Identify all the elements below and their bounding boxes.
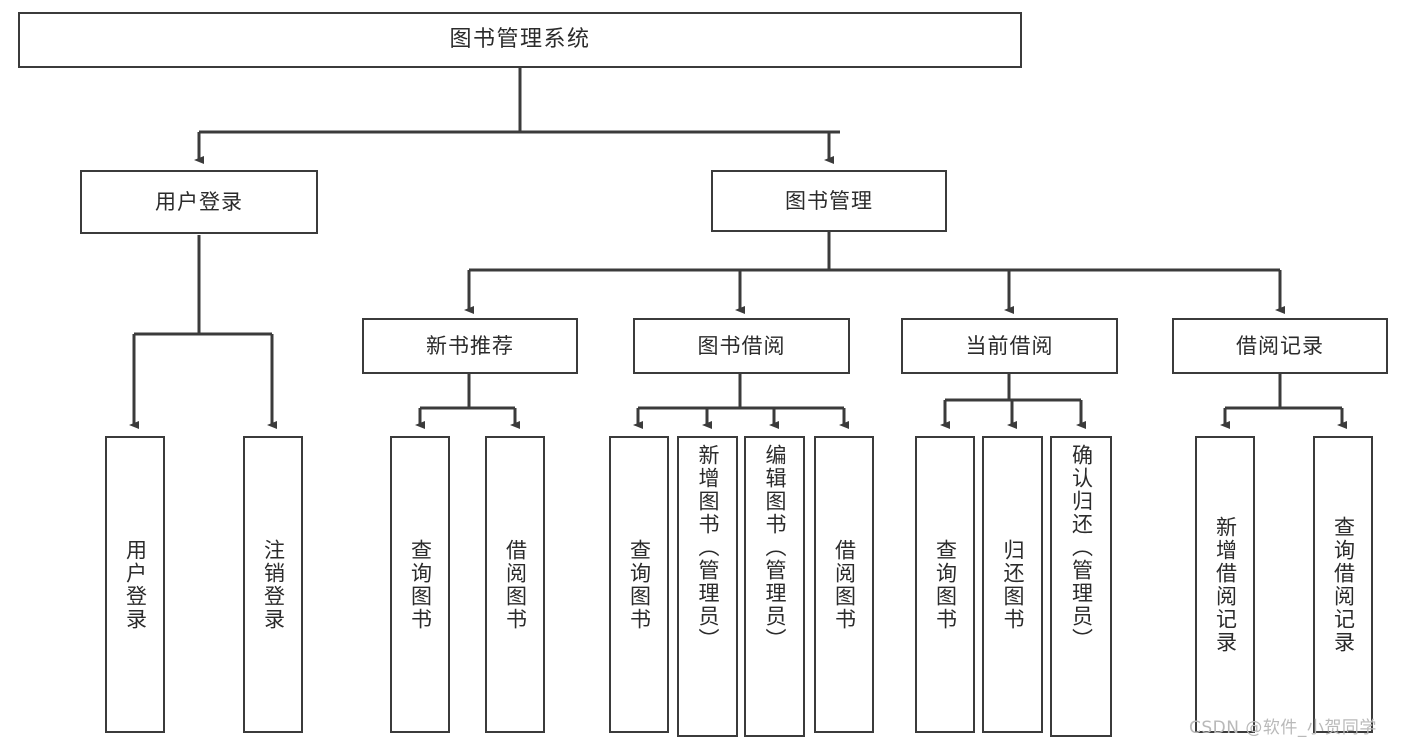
node-book-management[interactable]: 图书管理 [711,170,947,232]
node-label: 编辑图书（管理员） [763,444,787,651]
node-label: 归还图书 [1001,538,1025,631]
leaf-borrow-book-bb[interactable]: 借阅图书 [814,436,874,733]
node-label: 借阅图书 [832,538,857,631]
node-label: 借阅图书 [503,538,528,631]
node-label: 新书推荐 [426,333,514,358]
node-label: 注销登录 [261,538,286,631]
node-current-borrow[interactable]: 当前借阅 [901,318,1118,374]
watermark: CSDN @软件_小贺同学 [1189,718,1377,738]
leaf-add-borrow-record[interactable]: 新增借阅记录 [1195,436,1255,733]
leaf-query-book-cb[interactable]: 查询图书 [915,436,975,733]
leaf-borrow-book-nb[interactable]: 借阅图书 [485,436,545,733]
leaf-user-login[interactable]: 用户登录 [105,436,165,733]
node-label: 当前借阅 [965,333,1054,358]
node-root-book-management-system[interactable]: 图书管理系统 [18,12,1022,68]
leaf-edit-book-admin[interactable]: 编辑图书（管理员） [744,436,805,737]
node-label: 查询借阅记录 [1331,515,1356,654]
node-user-login[interactable]: 用户登录 [80,170,318,234]
leaf-query-borrow-record[interactable]: 查询借阅记录 [1313,436,1373,733]
leaf-query-book-nb[interactable]: 查询图书 [390,436,450,733]
leaf-query-book-bb[interactable]: 查询图书 [609,436,669,733]
node-label: 查询图书 [933,538,958,631]
node-label: 借阅记录 [1236,333,1324,358]
leaf-add-book-admin[interactable]: 新增图书（管理员） [677,436,738,737]
leaf-confirm-return-admin[interactable]: 确认归还（管理员） [1050,436,1112,737]
node-label: 确认归还（管理员） [1069,444,1094,651]
leaf-return-book[interactable]: 归还图书 [982,436,1043,733]
node-label: 查询图书 [408,538,433,631]
leaf-logout[interactable]: 注销登录 [243,436,303,733]
node-label: 图书管理系统 [449,27,591,53]
node-label: 查询图书 [627,538,652,631]
node-book-borrow[interactable]: 图书借阅 [633,318,850,374]
node-label: 用户登录 [155,189,243,214]
node-new-book-recommend[interactable]: 新书推荐 [362,318,578,374]
node-label: 新增借阅记录 [1213,515,1238,654]
node-label: 用户登录 [123,538,148,631]
node-label: 新增图书（管理员） [696,444,720,651]
node-label: 图书管理 [785,188,873,213]
node-label: 图书借阅 [697,333,786,358]
node-borrow-record[interactable]: 借阅记录 [1172,318,1388,374]
